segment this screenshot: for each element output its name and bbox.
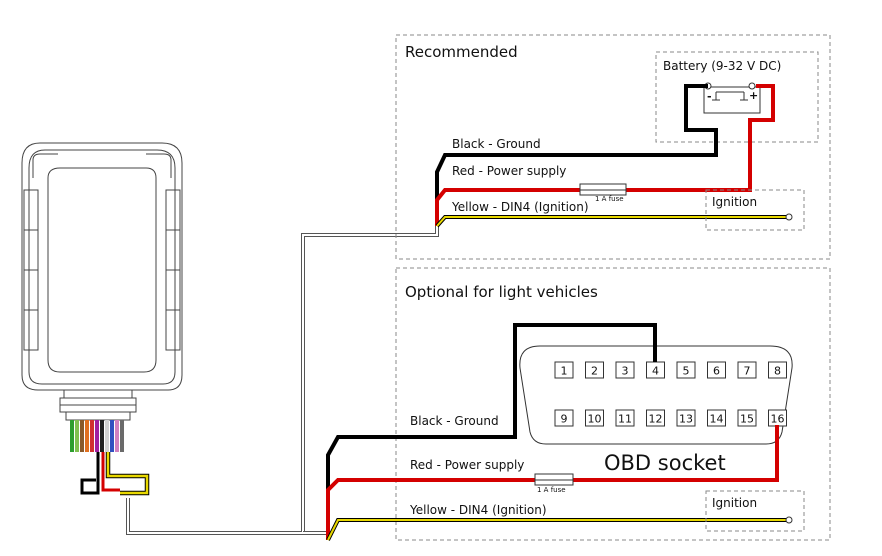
obd-pin-box-7 — [737, 361, 757, 379]
obd-pin-label-9: 9 — [561, 413, 568, 426]
obd-pin-label-15: 15 — [740, 413, 754, 426]
obd-pins-bottom: 9 10 11 12 13 14 15 16 — [554, 409, 787, 427]
obd-pin-label-2: 2 — [591, 365, 598, 378]
rec-red-label: Red - Power supply — [452, 164, 566, 178]
obd-socket — [519, 345, 793, 445]
battery-plus: + — [749, 89, 758, 102]
opt-red-label: Red - Power supply — [410, 458, 524, 472]
tracker-device — [21, 142, 183, 421]
obd-pin-box-5 — [676, 361, 696, 379]
obd-pin-box-10 — [585, 409, 604, 427]
wire-bundle — [70, 420, 150, 496]
obd-pin-label-10: 10 — [588, 413, 602, 426]
opt-black-label: Black - Ground — [410, 414, 499, 428]
rec-black-wire — [435, 84, 718, 226]
opt-fuse-label: 1 A fuse — [537, 486, 566, 494]
battery-symbol — [703, 82, 761, 114]
obd-pin-label-1: 1 — [561, 365, 568, 378]
obd-pin-label-11: 11 — [618, 413, 632, 426]
opt-ignition-label: Ignition — [712, 496, 757, 510]
rec-ignition-terminal — [785, 213, 793, 221]
obd-socket-label: OBD socket — [604, 451, 726, 475]
opt-yellow-label: Yellow - DIN4 (Ignition) — [409, 503, 547, 517]
battery-minus: - — [707, 90, 712, 103]
rec-ignition-label: Ignition — [712, 195, 757, 209]
battery-label: Battery (9-32 V DC) — [663, 59, 781, 73]
rec-fuse-label: 1 A fuse — [595, 195, 624, 203]
obd-pin-label-6: 6 — [713, 365, 720, 378]
obd-pin-box-9 — [554, 409, 574, 427]
obd-pin-label-12: 12 — [649, 413, 663, 426]
opt-red-wire — [326, 425, 779, 540]
obd-pins-top: 1 2 3 4 5 6 7 8 — [554, 361, 787, 379]
obd-pin-box-11 — [615, 409, 635, 427]
obd-pin-label-3: 3 — [622, 365, 629, 378]
obd-pin-box-14 — [707, 409, 726, 427]
rec-yellow-wire — [435, 215, 787, 228]
optional-box — [395, 267, 831, 541]
obd-pin-box-8 — [768, 361, 787, 379]
opt-ignition-box — [705, 490, 805, 532]
main-cable — [126, 226, 439, 535]
battery-box — [655, 51, 819, 143]
obd-pin-box-13 — [676, 409, 696, 427]
obd-pin-label-5: 5 — [683, 365, 690, 378]
obd-pin-label-7: 7 — [744, 365, 751, 378]
rec-black-label: Black - Ground — [452, 137, 541, 151]
obd-pin-box-15 — [737, 409, 757, 427]
obd-pin-box-6 — [707, 361, 726, 379]
rec-yellow-label: Yellow - DIN4 (Ignition) — [451, 200, 589, 214]
rec-ignition-box — [705, 189, 805, 231]
obd-pin-label-14: 14 — [710, 413, 724, 426]
obd-pin-label-8: 8 — [774, 365, 781, 378]
obd-pin-box-3 — [615, 361, 635, 379]
obd-pin-box-1 — [554, 361, 574, 379]
obd-pin-label-16: 16 — [771, 413, 785, 426]
obd-pin-label-13: 13 — [679, 413, 693, 426]
optional-title: Optional for light vehicles — [405, 283, 598, 301]
obd-pin-label-4: 4 — [652, 365, 659, 378]
recommended-box — [395, 34, 831, 260]
opt-ignition-terminal — [785, 516, 793, 524]
obd-pin-box-2 — [585, 361, 604, 379]
opt-yellow-wire — [326, 518, 787, 541]
obd-pin-box-12 — [646, 409, 665, 427]
opt-black-wire — [326, 323, 657, 540]
recommended-title: Recommended — [405, 43, 518, 61]
